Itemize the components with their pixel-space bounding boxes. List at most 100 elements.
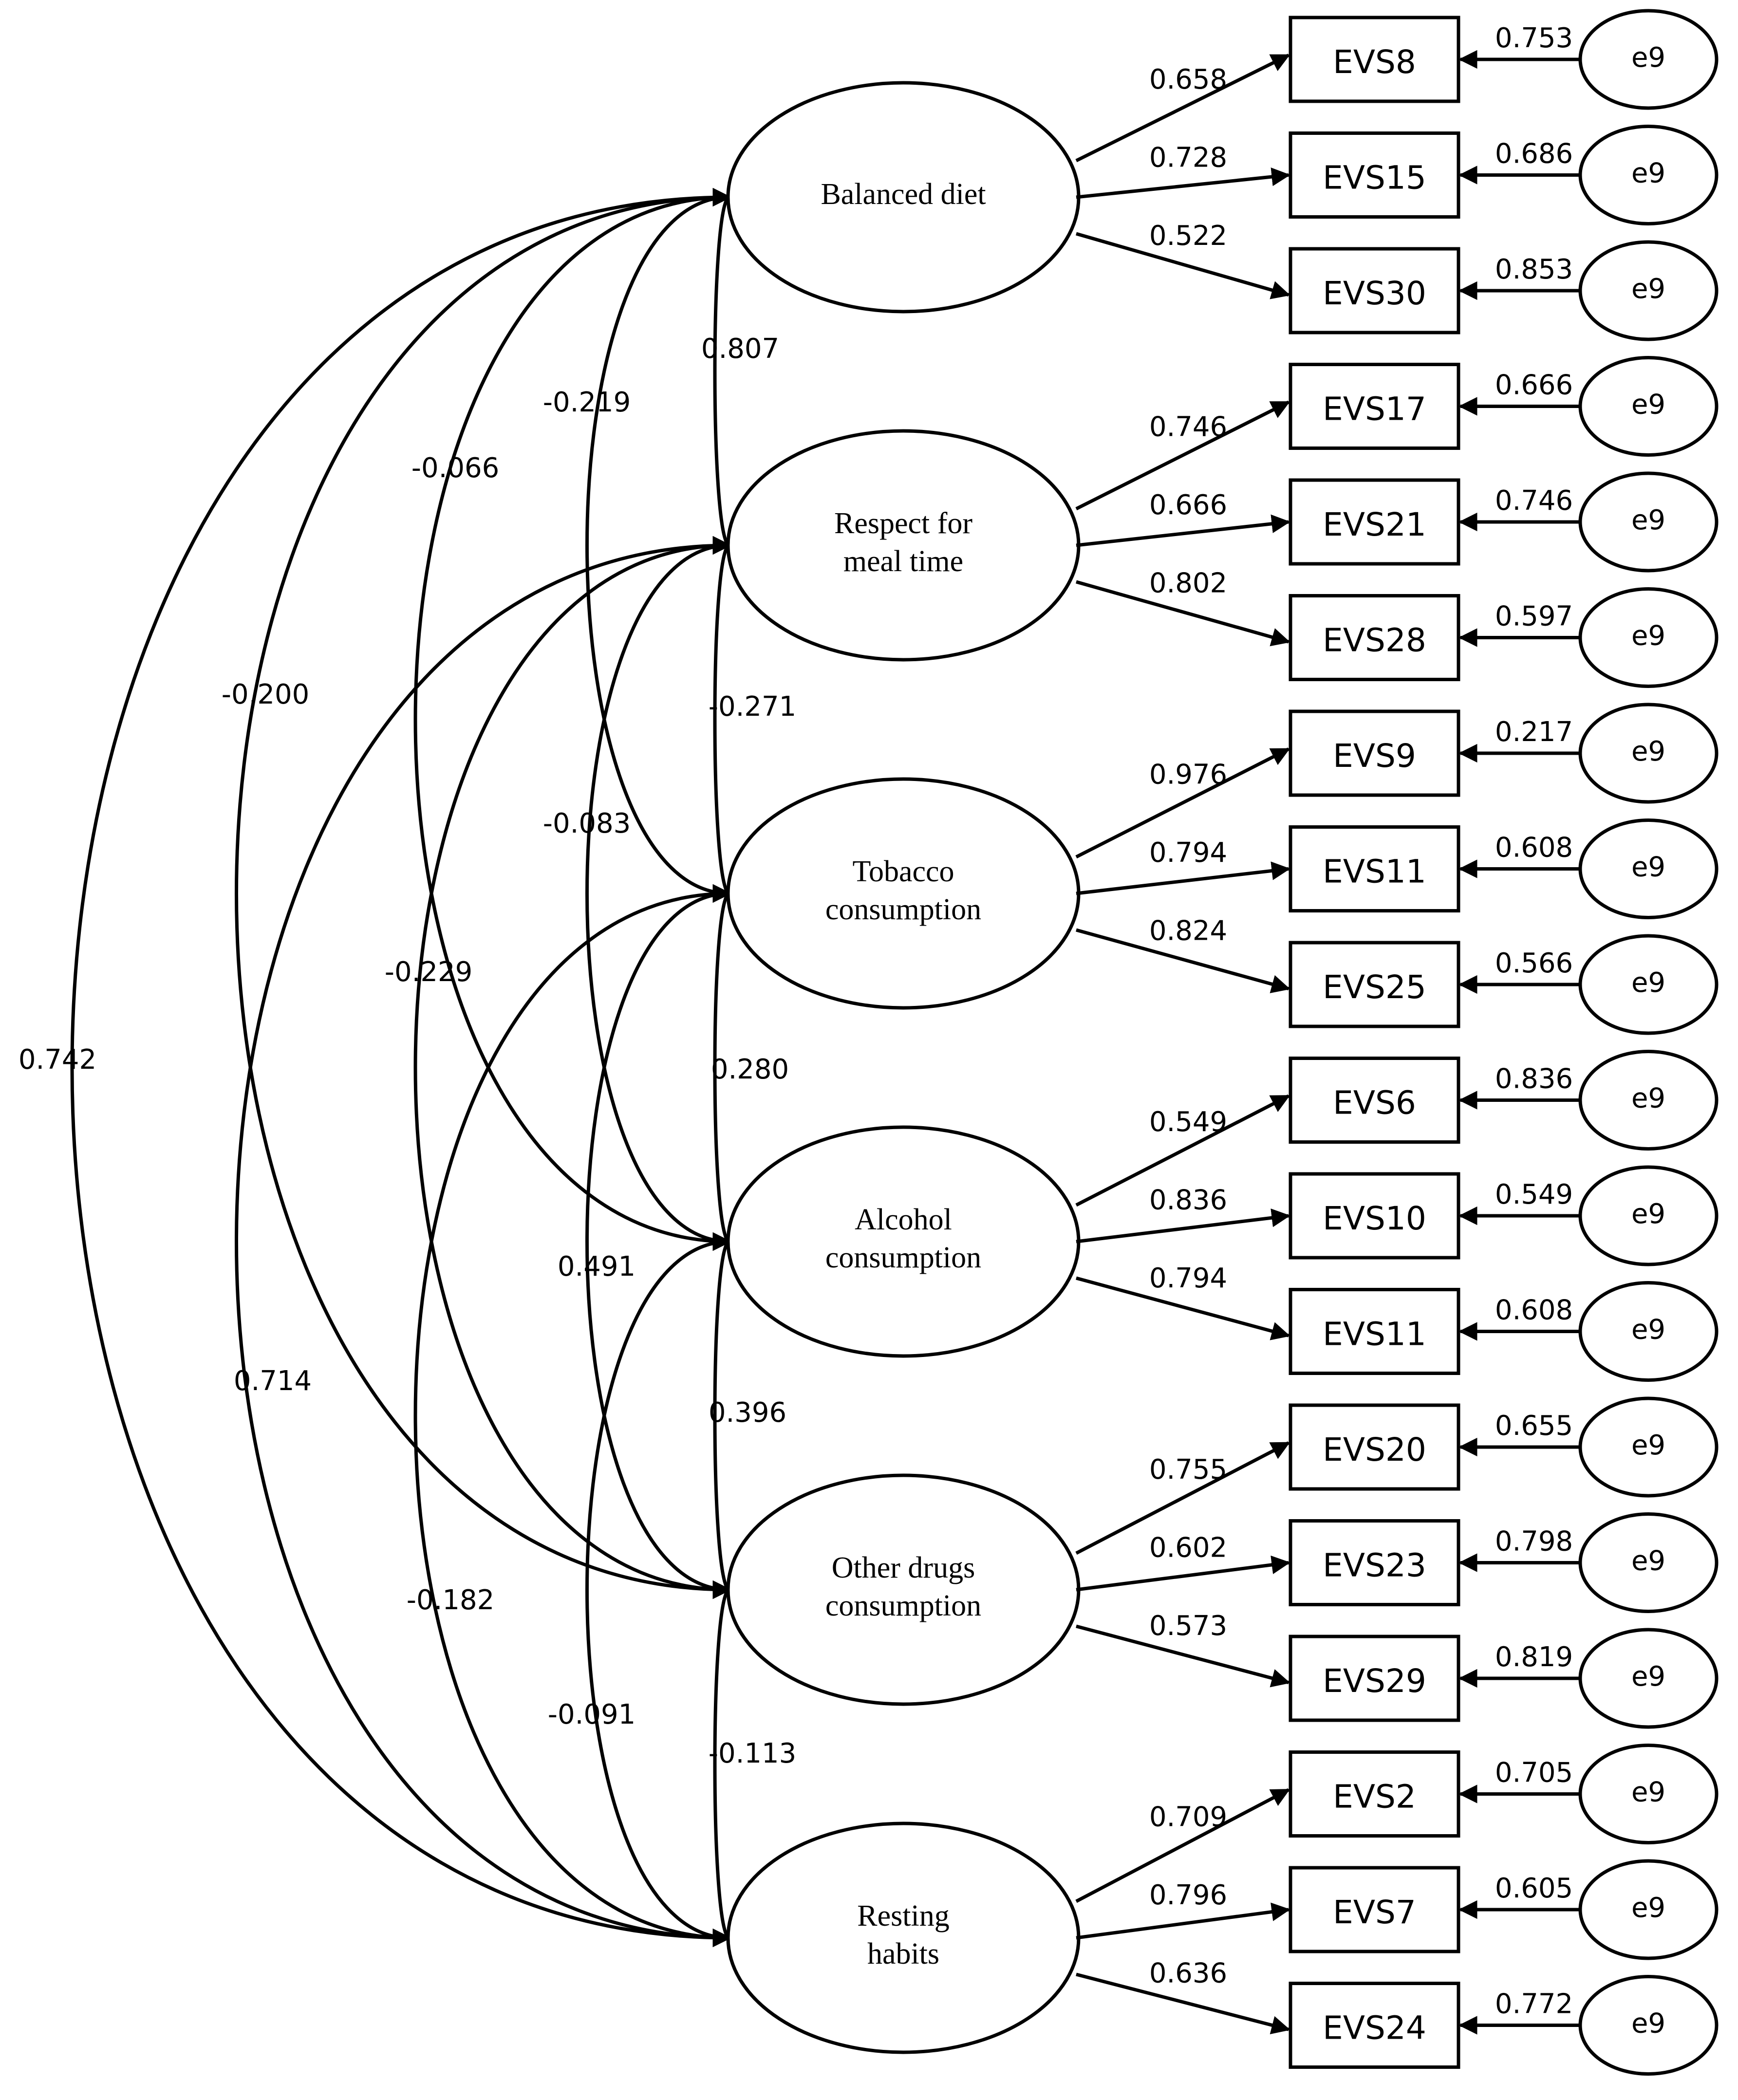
correlation-arc-2-5 [413,884,731,1948]
loading-path [1076,1972,1290,2035]
loading-path [1075,54,1290,163]
error-name: e9 [1631,1777,1665,1808]
latent-label: meal time [843,545,963,578]
correlation-value-0-5: 0.742 [19,1044,96,1076]
indicator-name: EVS15 [1323,159,1426,197]
error-value: 0.705 [1495,1757,1573,1789]
latent-label: consumption [825,1241,981,1274]
correlation-arc-1-4 [413,536,731,1599]
loading-value: 0.796 [1149,1879,1227,1911]
error-name: e9 [1631,1083,1665,1115]
loading-value: 0.709 [1149,1802,1227,1833]
latent-label: habits [867,1937,939,1970]
error-value: 0.608 [1495,1295,1573,1326]
indicator-box [1289,1750,1460,1838]
indicator-box [1289,363,1460,450]
indicator-name: EVS20 [1323,1431,1426,1468]
loading-path [1076,928,1290,993]
correlation-value-0-4: -0.200 [222,679,310,710]
indicator-name: EVS7 [1333,1894,1416,1931]
loading-value: 0.755 [1149,1454,1227,1486]
loading-path [1076,580,1290,647]
correlation-arc-0-3 [413,187,731,1251]
error-name: e9 [1631,1545,1665,1577]
loading-path [1076,1208,1290,1244]
error-name: e9 [1631,2008,1665,2040]
error-value: 0.605 [1495,1873,1573,1904]
correlation-arc-0-4 [235,187,731,1599]
indicator-box [1289,1519,1460,1606]
correlation-arc-0-1 [712,188,731,555]
error-name: e9 [1631,1198,1665,1230]
loading-value: 0.794 [1149,1263,1227,1294]
indicator-box [1289,478,1460,566]
loading-path [1076,1902,1290,1940]
error-name: e9 [1631,1892,1665,1924]
correlation-value-2-3: 0.280 [711,1054,789,1085]
loading-value: 0.549 [1149,1106,1227,1138]
indicator-box [1289,16,1460,103]
indicator-box [1289,1288,1460,1375]
error-name: e9 [1631,389,1665,421]
error-value: 0.686 [1495,138,1573,170]
latent-label: consumption [825,893,981,926]
indicator-box [1289,825,1460,912]
correlation-layer: 0.807-0.2710.2800.396-0.113-0.219-0.0830… [19,187,796,1948]
error-value: 0.217 [1495,716,1573,748]
error-name: e9 [1631,736,1665,767]
correlation-value-0-1: 0.807 [701,333,779,365]
loading-value: 0.976 [1149,759,1227,790]
loading-path [1076,1555,1290,1592]
indicator-box [1289,1982,1460,2069]
latent-label: Respect for [834,507,972,540]
loading-value: 0.802 [1149,568,1227,599]
indicator-name: EVS29 [1323,1662,1426,1700]
latent-label: Tobacco [852,855,954,888]
indicator-name: EVS2 [1333,1778,1416,1816]
error-name: e9 [1631,1661,1665,1692]
loading-path [1076,861,1290,895]
correlation-value-1-3: -0.083 [543,808,631,839]
indicator-box [1289,131,1460,219]
indicator-EVS9: 0.976 EVS9 e9 0.217 [1075,703,1719,859]
error-value: 0.666 [1495,370,1573,401]
loading-value: 0.658 [1149,64,1227,95]
indicator-box [1289,1172,1460,1260]
correlation-arc-1-5 [235,536,731,1948]
correlation-arc-3-5 [585,1232,731,1948]
error-value: 0.655 [1495,1410,1573,1442]
indicator-box [1289,941,1460,1028]
latent-label: Alcohol [855,1203,952,1236]
latent-factor-0: Balanced diet [726,81,1081,314]
indicator-name: EVS9 [1333,737,1416,775]
loading-path [1076,167,1290,199]
loading-path [1075,1094,1290,1207]
correlation-value-2-5: -0.182 [407,1584,495,1616]
indicator-box [1289,1866,1460,1953]
latent-label: consumption [825,1589,981,1622]
correlation-arc-0-5 [70,187,731,1948]
indicator-box [1289,594,1460,681]
correlation-arc-2-4 [585,884,731,1599]
correlation-value-1-4: -0.229 [385,956,473,988]
error-name: e9 [1631,1430,1665,1461]
loading-path [1075,747,1290,859]
indicator-name: EVS23 [1323,1547,1426,1584]
correlation-value-2-4: 0.491 [558,1251,635,1282]
indicator-name: EVS6 [1333,1084,1416,1122]
error-name: e9 [1631,504,1665,536]
indicator-box [1289,247,1460,335]
correlation-value-3-4: 0.396 [709,1397,786,1429]
